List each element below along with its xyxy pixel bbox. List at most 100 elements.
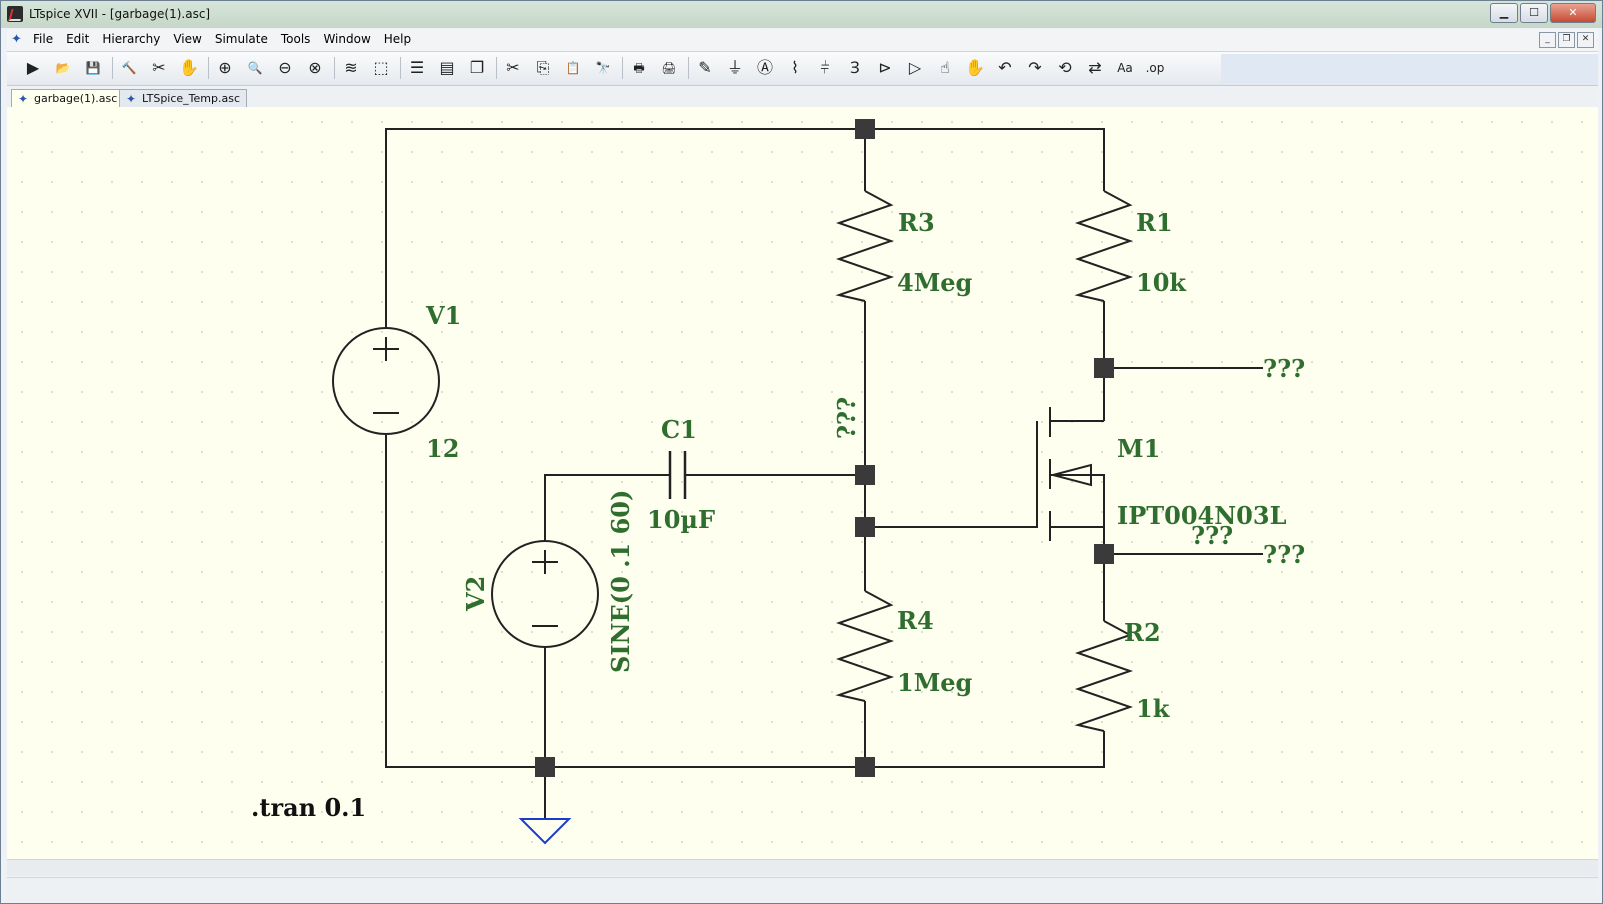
resistor-r3[interactable] — [835, 190, 895, 302]
horizontal-scrollbar[interactable] — [7, 859, 1598, 876]
menu-file[interactable]: File — [33, 32, 54, 46]
find-icon[interactable]: 🔭 — [595, 61, 611, 75]
junctions — [535, 119, 1114, 777]
text-icon[interactable]: Aa — [1117, 61, 1133, 75]
mdi-minimize-button[interactable]: _ — [1539, 32, 1556, 48]
menu-help[interactable]: Help — [383, 32, 412, 46]
ground-symbol[interactable] — [518, 818, 572, 845]
capacitor-icon[interactable]: ⫩ — [820, 58, 830, 77]
gate-node-label[interactable]: ??? — [832, 397, 861, 439]
voltage-source-v2[interactable] — [491, 540, 599, 648]
ground-icon[interactable]: ⏚ — [726, 58, 743, 77]
title-bar[interactable]: LTspice XVII - [garbage(1).asc] ▁ ☐ ✕ — [1, 1, 1602, 28]
source-net-label[interactable]: ??? — [1263, 540, 1305, 569]
tile-horizontal-icon[interactable]: ☰ — [409, 58, 425, 77]
toolbar-separator — [208, 57, 209, 79]
mosfet-m1[interactable] — [1036, 407, 1105, 541]
undo-icon[interactable]: ↶ — [998, 58, 1012, 77]
drain-net-label[interactable]: ??? — [1263, 354, 1305, 383]
resistor-r1[interactable] — [1074, 190, 1134, 302]
menu-tools[interactable]: Tools — [280, 32, 311, 46]
c1-name[interactable]: C1 — [661, 415, 697, 444]
net-label-icon[interactable]: Ⓐ — [756, 58, 773, 77]
cut-icon[interactable]: ✂ — [506, 58, 520, 77]
c1-value[interactable]: 10µF — [647, 505, 715, 534]
document-icon[interactable]: ✦ — [11, 32, 22, 47]
menu-simulate[interactable]: Simulate — [214, 32, 268, 46]
maximize-button[interactable]: ☐ — [1520, 3, 1548, 23]
pan-hand-icon[interactable]: ✋ — [179, 58, 199, 77]
spice-directive[interactable]: .tran 0.1 — [251, 793, 366, 822]
drag-icon[interactable]: ✋ — [965, 58, 985, 77]
menu-edit[interactable]: Edit — [66, 32, 90, 46]
copy-icon[interactable]: ⎘ — [536, 58, 550, 77]
r3-name[interactable]: R3 — [898, 208, 935, 237]
v2-name[interactable]: V2 — [461, 576, 490, 612]
run-icon[interactable]: ▶ — [26, 58, 40, 77]
r4-value[interactable]: 1Meg — [897, 668, 973, 697]
diode-icon[interactable]: ⊳ — [878, 58, 892, 77]
autorange-icon[interactable]: ≋ — [344, 58, 358, 77]
mirror-icon[interactable]: ⇄ — [1088, 58, 1102, 77]
zoom-pan-icon[interactable]: 🔍 — [247, 61, 263, 75]
tile-vertical-icon[interactable]: ▤ — [439, 58, 455, 77]
toolbar-separator — [400, 57, 401, 79]
toolbar-separator — [496, 57, 497, 79]
menu-window[interactable]: Window — [323, 32, 371, 46]
mdi-restore-button[interactable]: ❐ — [1558, 32, 1575, 48]
inductor-icon[interactable]: Ɜ — [850, 58, 860, 77]
v2-value[interactable]: SINE(0 .1 60) — [606, 490, 635, 673]
resistor-icon[interactable]: ⌇ — [791, 58, 799, 77]
v1-name[interactable]: V1 — [425, 301, 461, 330]
m1-name[interactable]: M1 — [1117, 434, 1160, 463]
tab-ltspice-temp-asc[interactable]: ✦ LTSpice_Temp.asc — [119, 89, 248, 108]
r1-name[interactable]: R1 — [1136, 208, 1173, 237]
ltspice-app-icon[interactable] — [7, 6, 23, 22]
paste-icon[interactable]: 📋 — [565, 61, 581, 75]
save-icon[interactable]: 💾 — [85, 61, 101, 75]
toolbar-separator — [112, 57, 113, 79]
zoom-in-icon[interactable]: ⊕ — [218, 58, 232, 77]
tab-label: LTSpice_Temp.asc — [142, 92, 241, 105]
fit-window-icon[interactable]: ⬚ — [373, 58, 389, 77]
open-folder-icon[interactable]: 📂 — [55, 61, 71, 75]
m1-model[interactable]: IPT004N03L — [1117, 501, 1287, 530]
menu-bar: ✦ File Edit Hierarchy View Simulate Tool… — [7, 29, 1598, 52]
resistor-r4[interactable] — [835, 590, 895, 702]
zoom-fit-icon[interactable]: ⊗ — [308, 58, 322, 77]
control-panel-icon[interactable]: 🔨 — [121, 61, 137, 75]
m1-unknown-label[interactable]: ??? — [1191, 521, 1233, 550]
zoom-out-icon[interactable]: ⊖ — [278, 58, 292, 77]
schematic-drawing[interactable]: R3 4Meg R1 10k V1 12 C1 10µF M1 IPT004N0… — [7, 107, 1598, 859]
print-icon[interactable]: 🖨 — [661, 61, 677, 75]
redo-icon[interactable]: ↷ — [1028, 58, 1042, 77]
rotate-icon[interactable]: ⟲ — [1058, 58, 1072, 77]
mdi-close-button[interactable]: ✕ — [1577, 32, 1594, 48]
component-icon[interactable]: ▷ — [908, 58, 922, 77]
wires — [385, 128, 1263, 819]
capacitor-c1[interactable] — [668, 451, 687, 499]
halt-icon[interactable]: ✂ — [152, 58, 166, 77]
schematic-canvas[interactable]: R3 4Meg R1 10k V1 12 C1 10µF M1 IPT004N0… — [7, 107, 1598, 859]
r2-value[interactable]: 1k — [1136, 694, 1171, 723]
menu-view[interactable]: View — [173, 32, 202, 46]
document-tabs: ✦ garbage(1).asc ✦ LTSpice_Temp.asc — [7, 87, 1598, 108]
r1-value[interactable]: 10k — [1136, 268, 1187, 297]
cascade-icon[interactable]: ❐ — [469, 58, 485, 77]
minimize-button[interactable]: ▁ — [1490, 3, 1518, 23]
main-toolbar: ▶ 📂 💾 🔨 ✂ ✋ ⊕ 🔍 ⊖ ⊗ ≋ ⬚ ☰ ▤ ❐ ✂ ⎘ 📋 🔭 🖶 🖨 ✎ ⏚ Ⓐ ⌇ ⫩ Ɜ ⊳ ▷ ☝ ✋ ↶ ↷ ⟲ ⇄ Aa .op — [7, 52, 1598, 86]
resistor-r2[interactable] — [1074, 620, 1134, 732]
r3-value[interactable]: 4Meg — [897, 268, 973, 297]
voltage-source-v1[interactable] — [332, 327, 440, 435]
r2-name[interactable]: R2 — [1124, 618, 1161, 647]
print-setup-icon[interactable]: 🖶 — [633, 61, 645, 75]
move-icon[interactable]: ☝ — [940, 58, 950, 77]
r4-name[interactable]: R4 — [897, 606, 934, 635]
status-bar — [7, 877, 1598, 902]
close-button[interactable]: ✕ — [1550, 3, 1596, 23]
draw-wire-icon[interactable]: ✎ — [698, 58, 712, 77]
spice-directive-icon[interactable]: .op — [1145, 61, 1165, 75]
tab-garbage-asc[interactable]: ✦ garbage(1).asc — [11, 89, 125, 108]
menu-hierarchy[interactable]: Hierarchy — [102, 32, 161, 46]
v1-value[interactable]: 12 — [426, 434, 459, 463]
